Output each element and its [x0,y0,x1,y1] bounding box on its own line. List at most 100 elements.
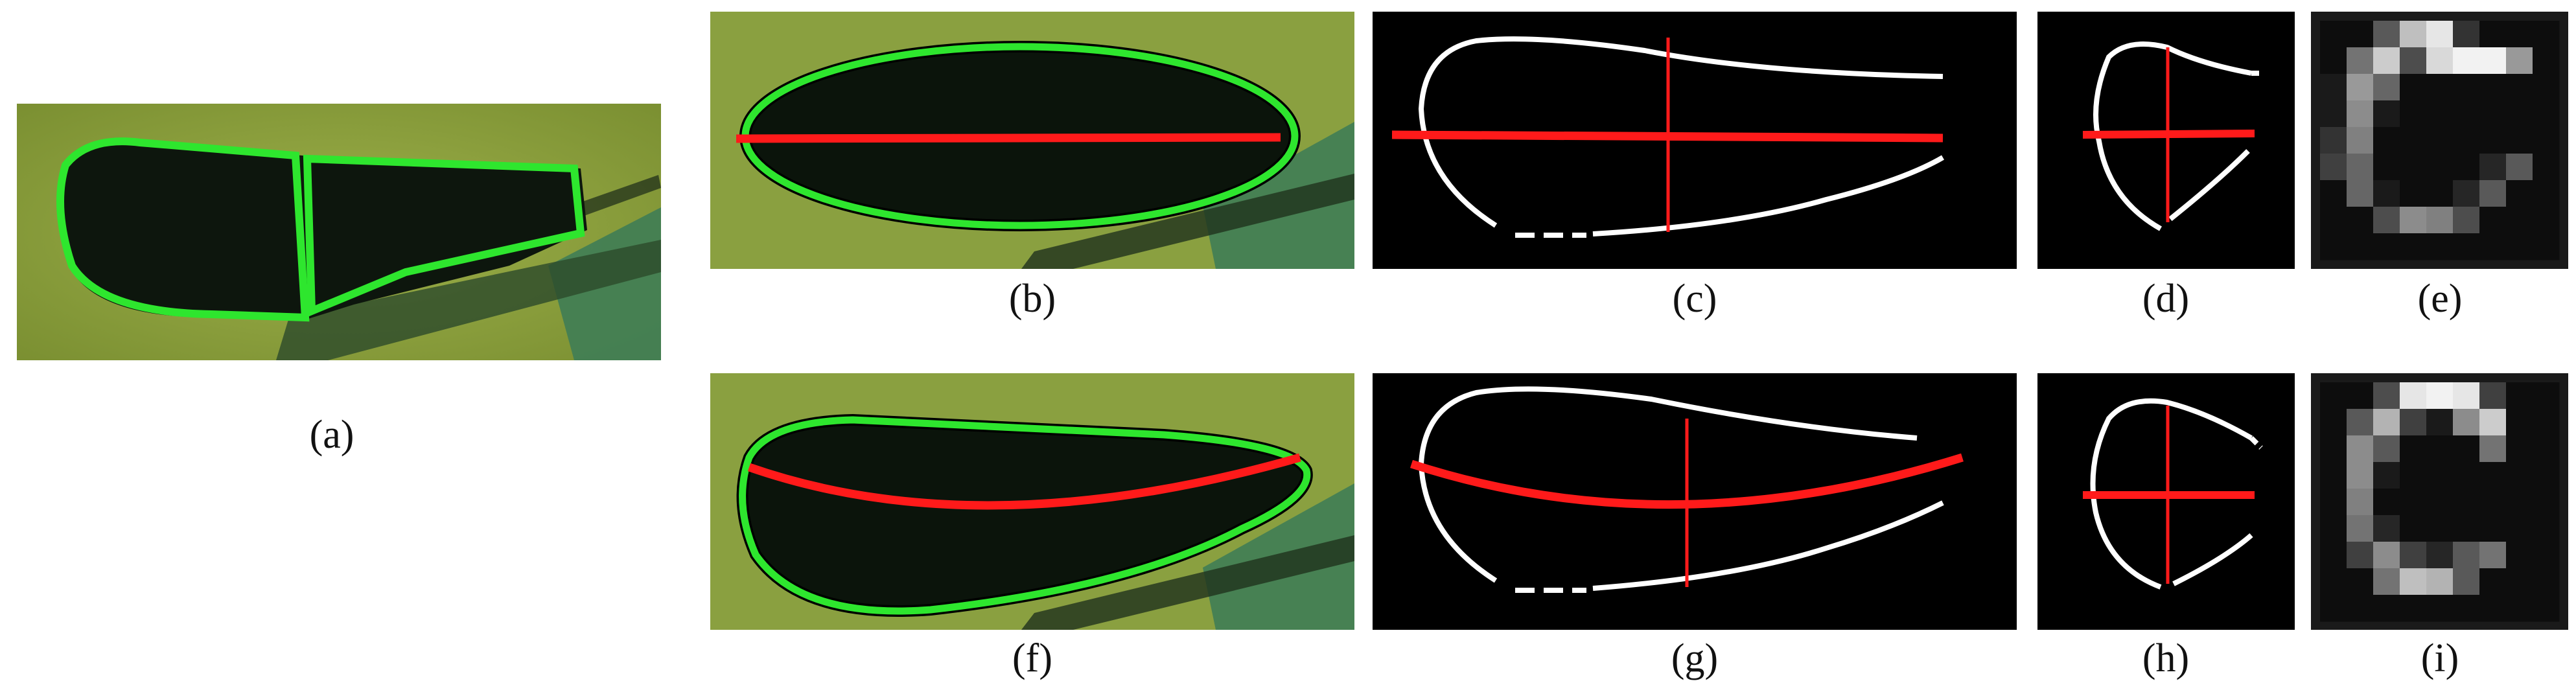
curved-axis-line [1410,453,1964,509]
wing-outline [1418,386,1918,583]
descriptor-e-cell [2426,180,2454,207]
descriptor-i-cell [2479,382,2507,410]
descriptor-i-cell [2479,489,2507,516]
descriptor-e-cell [2373,233,2400,260]
descriptor-i-cell [2426,542,2454,569]
descriptor-i-cell [2400,595,2427,622]
descriptor-e-cell [2506,21,2533,48]
descriptor-i-cell [2347,515,2374,542]
descriptor-e-cell [2453,180,2480,207]
descriptor-e-cell [2506,154,2533,181]
descriptor-i-cell [2479,409,2507,436]
descriptor-i-cell [2506,409,2533,436]
descriptor-e-cell [2373,74,2400,101]
descriptor-e-cell [2506,127,2533,154]
descriptor-e-cell [2426,233,2454,260]
caption-a: (a) [309,413,354,457]
descriptor-i-cell [2320,515,2347,542]
descriptor-e-cell [2347,180,2374,207]
descriptor-e-cell [2506,233,2533,260]
descriptor-e-cell [2400,154,2427,181]
descriptor-i-cell [2373,515,2400,542]
descriptor-i-cell [2373,382,2400,410]
descriptor-i-cell [2426,409,2454,436]
descriptor-i-cell [2453,542,2480,569]
descriptor-e-cell [2347,233,2374,260]
descriptor-e-cell [2347,207,2374,234]
descriptor-e-cell [2479,47,2507,75]
descriptor-e-cell [2506,180,2533,207]
descriptor-i-cell [2506,462,2533,489]
descriptor-i-cell [2533,595,2560,622]
descriptor-e-cell [2479,233,2507,260]
descriptor-e-cell [2506,47,2533,75]
descriptor-i-cell [2400,489,2427,516]
descriptor-e-cell [2479,74,2507,101]
descriptor-i-cell [2453,462,2480,489]
descriptor-i-cell [2347,409,2374,436]
descriptor-e-cell [2453,127,2480,154]
descriptor-i-cell [2320,382,2347,410]
descriptor-i-cell [2453,595,2480,622]
descriptor-e-cell [2347,47,2374,75]
descriptor-e-cell [2506,207,2533,234]
descriptor-i-cell [2347,595,2374,622]
descriptor-e-cell [2347,21,2374,48]
descriptor-i-cell [2400,409,2427,436]
caption-i: (i) [2420,636,2459,680]
descriptor-e-cell [2320,74,2347,101]
descriptor-i-cell [2453,515,2480,542]
descriptor-i-cell [2426,568,2454,595]
descriptor-i-cell [2479,595,2507,622]
descriptor-e-cell [2426,100,2454,128]
descriptor-e-cell [2426,127,2454,154]
descriptor-i-cell [2320,568,2347,595]
panel-i-descriptor-grid [2311,373,2568,630]
descriptor-i-cell [2506,489,2533,516]
descriptor-i-cell [2373,595,2400,622]
contour-left-segment [56,137,310,322]
descriptor-i-cell [2533,489,2560,516]
descriptor-i-cell [2533,409,2560,436]
descriptor-e-cell [2400,180,2427,207]
descriptor-e-cell [2426,47,2454,75]
descriptor-e-cell [2533,154,2560,181]
descriptor-e-cell [2426,21,2454,48]
descriptor-e-cell [2533,207,2560,234]
descriptor-i-cell [2320,409,2347,436]
descriptor-i-cell [2506,542,2533,569]
caption-h: (h) [2142,636,2190,680]
descriptor-e-cell [2533,47,2560,75]
descriptor-e-cell [2479,127,2507,154]
descriptor-i-cell [2453,382,2480,410]
descriptor-e-cell [2400,74,2427,101]
descriptor-e-cell [2533,21,2560,48]
descriptor-e-cell [2426,154,2454,181]
descriptor-i-cell [2533,462,2560,489]
descriptor-e-cell [2400,233,2427,260]
descriptor-i-cell [2426,435,2454,463]
descriptor-i-cell [2533,515,2560,542]
descriptor-i-cell [2426,515,2454,542]
descriptor-e-cell [2320,21,2347,48]
descriptor-e-cell [2533,100,2560,128]
descriptor-e-cell [2426,207,2454,234]
descriptor-e-cell [2479,21,2507,48]
descriptor-e-cell [2320,233,2347,260]
descriptor-e-cell [2533,127,2560,154]
descriptor-e-cell [2373,127,2400,154]
caption-e: (e) [2417,277,2463,321]
descriptor-e-cell [2320,207,2347,234]
descriptor-e-cell [2400,100,2427,128]
descriptor-e-cell [2347,74,2374,101]
descriptor-i-cell [2347,435,2374,463]
descriptor-i-cell [2320,542,2347,569]
caption-g: (g) [1671,636,1719,680]
descriptor-i-cell [2426,595,2454,622]
descriptor-i-cell [2506,435,2533,463]
descriptor-i-cell [2533,382,2560,410]
descriptor-e-cell [2533,233,2560,260]
panel-a-wing-photo-segmented [17,104,661,360]
descriptor-i-cell [2347,382,2374,410]
descriptor-i-cell [2347,542,2374,569]
